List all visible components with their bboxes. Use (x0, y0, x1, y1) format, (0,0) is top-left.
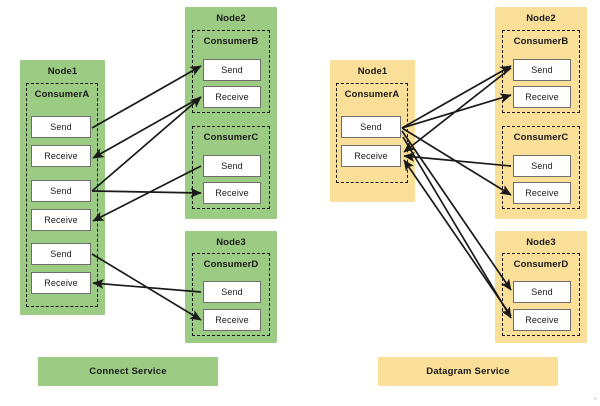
connect-node3-title: Node3 (216, 237, 246, 248)
connect-node1-consumerA-title: ConsumerA (34, 89, 90, 100)
connect-node1-consumerA-op-0[interactable]: Send (31, 116, 91, 138)
datagram-node2-consumerC-op-0[interactable]: Send (513, 155, 571, 177)
connect-node2-consumerC-op-0[interactable]: Send (203, 155, 261, 177)
connect-node3-consumerD-op-0[interactable]: Send (203, 281, 261, 303)
datagram-node2-title: Node2 (526, 13, 556, 24)
datagram-node3-title: Node3 (526, 237, 556, 248)
datagram-service-bar: Datagram Service (378, 357, 558, 386)
datagram-node2-consumerC-title: ConsumerC (513, 132, 569, 143)
corner-mark: + (593, 397, 597, 403)
connect-node2-title: Node2 (216, 13, 246, 24)
connect-node2-consumerC-op-1[interactable]: Receive (203, 182, 261, 204)
connect-node2-consumerB-title: ConsumerB (203, 36, 259, 47)
connect-node1-consumerA-op-4[interactable]: Send (31, 243, 91, 265)
connect-node3-consumerD-op-1[interactable]: Receive (203, 309, 261, 331)
datagram-node2-consumerB-title: ConsumerB (513, 36, 569, 47)
datagram-node2-consumerB-op-0[interactable]: Send (513, 59, 571, 81)
datagram-node3-consumerD-op-1[interactable]: Receive (513, 309, 571, 331)
connect-node1-consumerA-op-5[interactable]: Receive (31, 272, 91, 294)
connect-node1-consumerA-op-2[interactable]: Send (31, 180, 91, 202)
connect-node2-consumerB-op-0[interactable]: Send (203, 59, 261, 81)
connect-node1-title: Node1 (47, 66, 78, 77)
datagram-node1-consumerA-title: ConsumerA (344, 89, 400, 100)
connect-node1-consumerA-op-1[interactable]: Receive (31, 145, 91, 167)
connect-node1-consumerA-op-3[interactable]: Receive (31, 209, 91, 231)
datagram-node3-consumerD-title: ConsumerD (513, 259, 569, 270)
datagram-node3-consumerD-op-0[interactable]: Send (513, 281, 571, 303)
datagram-node2-consumerB-op-1[interactable]: Receive (513, 86, 571, 108)
connect-node2-consumerC-title: ConsumerC (203, 132, 259, 143)
datagram-node1-consumerA-op-1[interactable]: Receive (341, 145, 401, 167)
connect-node3-consumerD-title: ConsumerD (203, 259, 259, 270)
datagram-node1-title: Node1 (357, 66, 388, 77)
datagram-node2-consumerC-op-1[interactable]: Receive (513, 182, 571, 204)
connect-service-bar: Connect Service (38, 357, 218, 386)
connect-node2-consumerB-op-1[interactable]: Receive (203, 86, 261, 108)
datagram-node1-consumerA-op-0[interactable]: Send (341, 116, 401, 138)
